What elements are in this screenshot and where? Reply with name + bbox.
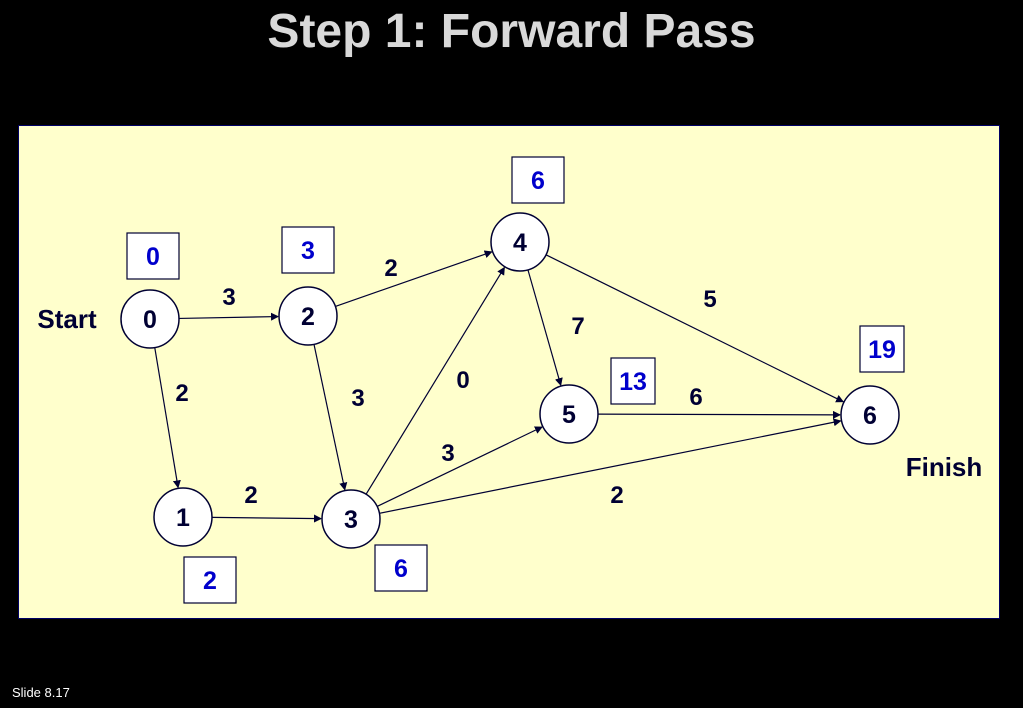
node-circle bbox=[539, 384, 599, 444]
start-label: Start bbox=[37, 304, 97, 334]
edge-2-3: 3 bbox=[313, 344, 365, 491]
earliest-time-value: 0 bbox=[146, 243, 160, 271]
activity-duration-label: 6 bbox=[689, 384, 702, 411]
node-id-label: 3 bbox=[344, 506, 358, 534]
node-2: 2 bbox=[278, 286, 338, 346]
activity-duration-label: 7 bbox=[571, 313, 584, 340]
node-id-label: 6 bbox=[863, 402, 877, 430]
activity-duration-label: 2 bbox=[175, 380, 188, 407]
node-1: 1 bbox=[153, 487, 213, 547]
earliest-time-box-6: 19 bbox=[859, 325, 905, 373]
node-5: 5 bbox=[539, 384, 599, 444]
node-id-label: 0 bbox=[143, 306, 157, 334]
activity-duration-label: 2 bbox=[610, 482, 623, 509]
edge-5-6: 6 bbox=[597, 384, 842, 419]
slide-title: Step 1: Forward Pass bbox=[267, 5, 756, 58]
node-circle bbox=[490, 212, 550, 272]
edge-2-4: 2 bbox=[335, 250, 493, 308]
earliest-time-value: 19 bbox=[868, 336, 896, 364]
node-id-label: 5 bbox=[562, 401, 576, 429]
edge-arrow bbox=[597, 410, 842, 419]
earliest-time-box-border bbox=[610, 357, 656, 405]
node-id-label: 4 bbox=[513, 229, 527, 257]
node-circle bbox=[278, 286, 338, 346]
earliest-time-box-0: 0 bbox=[126, 232, 180, 280]
earliest-time-value: 3 bbox=[301, 237, 315, 265]
node-4: 4 bbox=[490, 212, 550, 272]
node-id-label: 2 bbox=[301, 303, 315, 331]
node-circle bbox=[153, 487, 213, 547]
edge-1-3: 2 bbox=[211, 482, 323, 523]
slide-number: Slide 8.17 bbox=[12, 685, 70, 700]
activity-duration-label: 3 bbox=[441, 440, 454, 467]
node-circle bbox=[840, 385, 900, 445]
earliest-time-box-border bbox=[281, 226, 335, 274]
earliest-time-box-border bbox=[126, 232, 180, 280]
edge-arrow bbox=[545, 254, 845, 403]
activity-duration-label: 3 bbox=[351, 385, 364, 412]
earliest-time-box-border bbox=[859, 325, 905, 373]
activity-duration-label: 0 bbox=[456, 367, 469, 394]
earliest-time-value: 6 bbox=[394, 555, 408, 583]
node-circle bbox=[321, 489, 381, 549]
earliest-time-box-3: 6 bbox=[374, 544, 428, 592]
earliest-time-box-border bbox=[374, 544, 428, 592]
edge-arrow bbox=[313, 344, 348, 491]
node-circle bbox=[120, 289, 180, 349]
edge-4-6: 5 bbox=[545, 254, 845, 403]
earliest-time-box-4: 6 bbox=[511, 156, 565, 204]
earliest-time-value: 6 bbox=[531, 167, 545, 195]
earliest-time-box-2: 3 bbox=[281, 226, 335, 274]
earliest-time-box-border bbox=[511, 156, 565, 204]
node-id-label: 1 bbox=[176, 504, 190, 532]
earliest-time-box-5: 13 bbox=[610, 357, 656, 405]
activity-duration-label: 2 bbox=[244, 482, 257, 509]
node-6: 6 bbox=[840, 385, 900, 445]
edge-3-6: 2 bbox=[379, 418, 842, 514]
edge-arrow bbox=[527, 269, 563, 387]
node-0: 0 bbox=[120, 289, 180, 349]
earliest-time-value: 13 bbox=[619, 368, 647, 396]
edge-arrow bbox=[154, 347, 181, 489]
edge-3-4: 0 bbox=[365, 266, 505, 495]
earliest-time-value: 2 bbox=[203, 567, 217, 595]
earliest-time-box-1: 2 bbox=[183, 556, 237, 604]
edge-arrow bbox=[178, 312, 280, 321]
activity-duration-label: 5 bbox=[703, 286, 716, 313]
edge-arrow bbox=[211, 514, 323, 523]
edge-arrow bbox=[335, 250, 493, 308]
node-3: 3 bbox=[321, 489, 381, 549]
edge-0-2: 3 bbox=[178, 284, 280, 321]
activity-duration-label: 2 bbox=[384, 255, 397, 282]
edge-arrow bbox=[376, 426, 543, 507]
edge-3-5: 3 bbox=[376, 426, 543, 507]
edge-arrow bbox=[379, 418, 842, 514]
activity-duration-label: 3 bbox=[222, 284, 235, 311]
edge-arrow bbox=[365, 266, 505, 495]
finish-label: Finish bbox=[906, 452, 983, 482]
earliest-time-box-border bbox=[183, 556, 237, 604]
edge-4-5: 7 bbox=[527, 269, 585, 387]
edge-0-1: 2 bbox=[154, 347, 189, 489]
